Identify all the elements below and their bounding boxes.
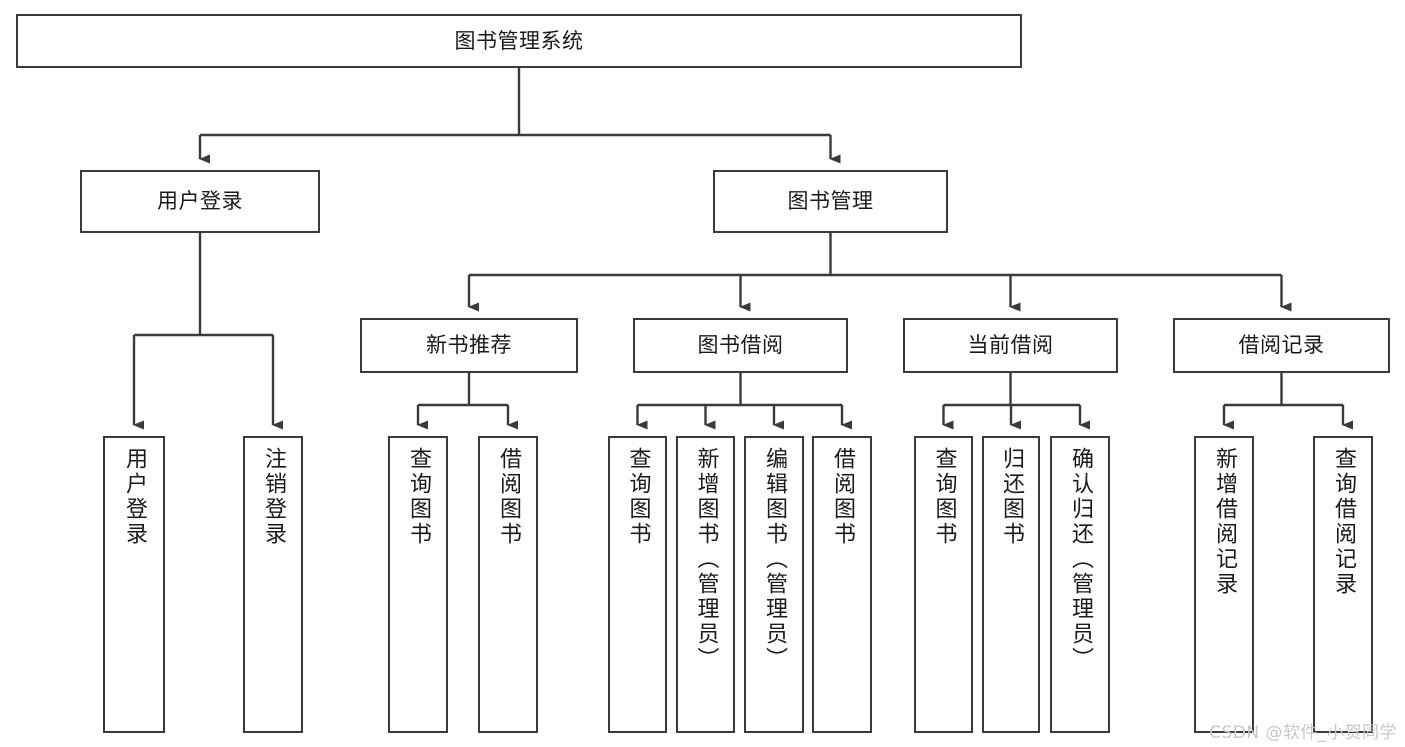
diagram-node-l2_2[interactable]: 当前借阅 (903, 318, 1118, 373)
diagram-node-label: 确认归还（管理员） (1068, 447, 1093, 672)
diagram-node-label: 借阅记录 (1238, 333, 1325, 358)
diagram-node-l1_0[interactable]: 用户登录 (80, 170, 320, 233)
diagram-node-leaf_new_0[interactable]: 查询图书 (388, 436, 448, 733)
diagram-node-label: 注销登录 (261, 447, 286, 547)
diagram-node-l2_0[interactable]: 新书推荐 (360, 318, 578, 373)
diagram-node-leaf_cur_2[interactable]: 确认归还（管理员） (1050, 436, 1110, 733)
diagram-node-l2_3[interactable]: 借阅记录 (1173, 318, 1390, 373)
diagram-node-label: 借阅图书 (496, 447, 521, 547)
diagram-node-label: 图书管理系统 (454, 28, 584, 53)
diagram-node-label: 查询图书 (931, 447, 957, 547)
diagram-node-leaf_rec_1[interactable]: 查询借阅记录 (1313, 436, 1373, 733)
diagram-node-leaf_rec_0[interactable]: 新增借阅记录 (1194, 436, 1254, 733)
diagram-node-label: 新增借阅记录 (1212, 447, 1237, 597)
diagram-node-leaf_cur_0[interactable]: 查询图书 (914, 436, 973, 733)
diagram-node-leaf_borrow_2[interactable]: 编辑图书（管理员） (744, 436, 804, 733)
diagram-node-label: 新书推荐 (426, 333, 512, 358)
diagram-node-leaf_borrow_0[interactable]: 查询图书 (608, 436, 667, 733)
diagram-node-l1_1[interactable]: 图书管理 (713, 170, 948, 233)
diagram-node-label: 用户登录 (122, 447, 147, 547)
diagram-node-label: 查询图书 (625, 447, 651, 547)
watermark-text: CSDN @软件_小贺同学 (1209, 723, 1397, 743)
diagram-node-label: 借阅图书 (830, 447, 855, 547)
diagram-node-label: 归还图书 (999, 447, 1024, 547)
diagram-node-label: 当前借阅 (967, 333, 1054, 358)
diagram-node-label: 用户登录 (157, 189, 243, 214)
diagram-node-label: 查询借阅记录 (1331, 447, 1356, 597)
diagram-node-label: 图书管理 (787, 189, 874, 214)
diagram-node-label: 图书借阅 (697, 333, 784, 358)
diagram-node-leaf_cur_1[interactable]: 归还图书 (982, 436, 1040, 733)
diagram-node-root[interactable]: 图书管理系统 (16, 14, 1022, 68)
diagram-node-l2_1[interactable]: 图书借阅 (633, 318, 848, 373)
diagram-node-label: 新增图书（管理员） (693, 447, 719, 672)
diagram-node-label: 编辑图书（管理员） (762, 447, 787, 672)
diagram-node-label: 查询图书 (406, 447, 431, 547)
diagram-node-leaf_login_0[interactable]: 用户登录 (103, 436, 165, 733)
diagram-node-leaf_new_1[interactable]: 借阅图书 (478, 436, 538, 733)
diagram-node-leaf_borrow_1[interactable]: 新增图书（管理员） (676, 436, 735, 733)
diagram-node-leaf_borrow_3[interactable]: 借阅图书 (812, 436, 872, 733)
diagram-node-leaf_login_1[interactable]: 注销登录 (243, 436, 303, 733)
